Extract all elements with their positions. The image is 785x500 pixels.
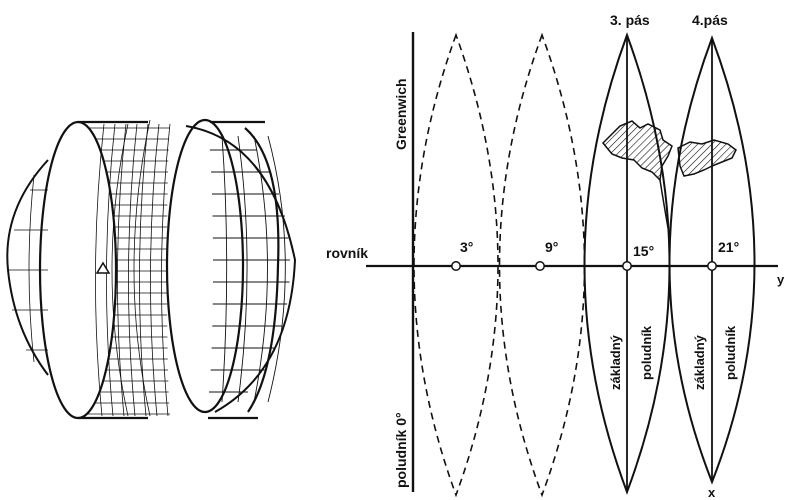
triangle-marker-icon: [95, 261, 111, 274]
belt-4-label: 4.pás: [692, 12, 728, 28]
deg-3-label: 3°: [460, 239, 473, 255]
country-shape-west: [601, 120, 673, 182]
deg-9-label: 9°: [545, 239, 558, 255]
marker-21deg: [707, 261, 717, 271]
axis-y-label: y: [777, 272, 785, 287]
belt-2-outline: [498, 32, 586, 498]
greenwich-label: Greenwich: [393, 78, 409, 150]
globe-grid-band: [86, 119, 171, 417]
sphere-meridian: [237, 135, 248, 403]
projection-zones: [366, 32, 778, 498]
belt-3-central-label-b: poludník: [639, 325, 654, 380]
deg-15-label: 15°: [633, 243, 654, 259]
marker-3deg: [451, 261, 461, 271]
band-meridian: [161, 123, 171, 417]
globe-right-cap: [185, 125, 297, 413]
marker-15deg: [622, 261, 632, 271]
globe-figure: [6, 118, 297, 420]
sphere-meridian: [221, 135, 228, 403]
sphere-meridian: [267, 135, 286, 403]
deg-21-label: 21°: [718, 239, 739, 255]
axis-x-label: x: [708, 485, 716, 500]
band-meridian: [128, 123, 138, 417]
belt-4-central-label-b: poludník: [723, 325, 738, 380]
belt-1-outline: [413, 32, 499, 498]
band-edge: [133, 119, 151, 417]
band-edge: [111, 123, 129, 417]
band-meridian: [150, 123, 160, 417]
country-spike: [659, 179, 669, 229]
cylinder: [38, 118, 280, 420]
globe-left-cap: [6, 159, 49, 376]
band-meridian: [117, 123, 127, 417]
sphere-meridian: [253, 135, 268, 403]
band-meridian: [95, 123, 105, 417]
belt-4-central-label-a: základný: [692, 334, 707, 390]
marker-9deg: [535, 261, 545, 271]
belt-3-central-label-a: základný: [608, 334, 623, 390]
band-meridian: [139, 123, 149, 417]
belt-3-label: 3. pás: [610, 12, 650, 28]
equator-label: rovník: [326, 245, 368, 261]
prime-meridian-label: poludník 0°: [393, 412, 409, 488]
country-shape-east: [677, 139, 737, 177]
